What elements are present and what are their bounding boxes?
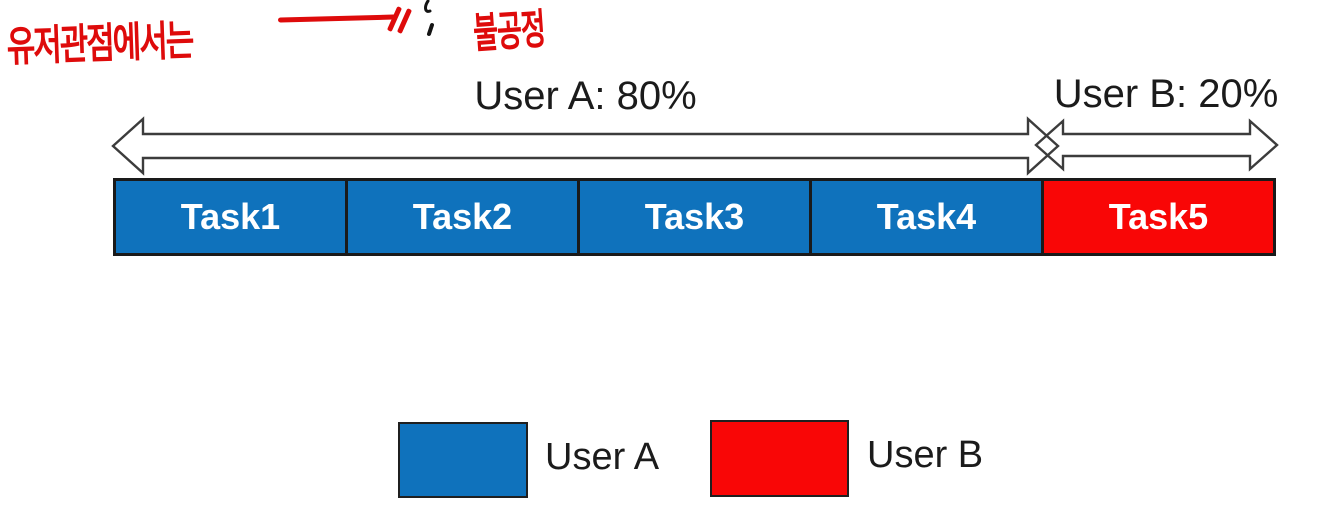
red-strike-line-icon: [277, 14, 397, 23]
task-label: Task3: [644, 196, 745, 237]
task-allocation-bar: Task1 Task2 Task3 Task4 Task5: [113, 178, 1276, 256]
black-pen-mark-icon: [424, 0, 434, 36]
span-arrows: [111, 116, 1279, 176]
user-b-share-label: User B: 20%: [1053, 72, 1279, 116]
double-arrow-user-a-icon: [113, 119, 1058, 173]
handwritten-note-center: 불공정: [471, 5, 547, 58]
task-label: Task4: [876, 196, 977, 237]
legend-swatch-user-a: [398, 422, 528, 498]
double-arrow-user-b-icon: [1036, 121, 1277, 169]
task-label: Task1: [180, 196, 281, 237]
task-segment: Task2: [345, 181, 577, 253]
legend-label-user-b: User B: [867, 434, 984, 476]
task-segment: Task5: [1041, 181, 1273, 253]
legend-label-user-a: User A: [545, 436, 660, 478]
task-segment: Task3: [577, 181, 809, 253]
task-segment: Task1: [116, 181, 345, 253]
user-a-share-label: User A: 80%: [474, 74, 697, 118]
legend-swatch-user-b: [710, 420, 849, 497]
handwritten-note-topleft: 유저관점에서는: [5, 16, 194, 71]
task-segment: Task4: [809, 181, 1041, 253]
task-label: Task2: [412, 196, 513, 237]
task-label: Task5: [1108, 196, 1209, 237]
